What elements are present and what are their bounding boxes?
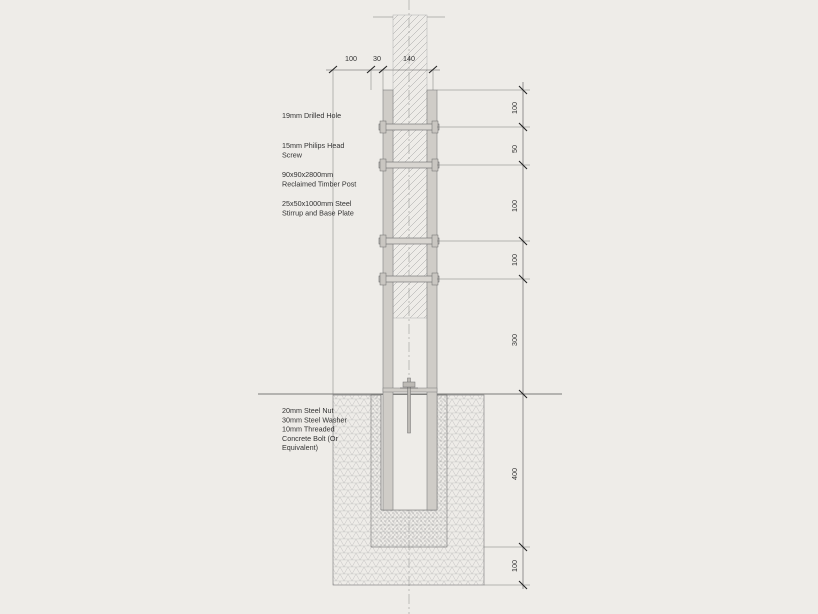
steel-nut: [402, 381, 416, 388]
threaded-bolt: [407, 377, 411, 434]
stirrup-label: 25x50x1000mm Steel Stirrup and Base Plat…: [282, 199, 354, 218]
dim-v-3: 100: [510, 200, 519, 212]
dim-v-5: 300: [510, 334, 519, 346]
dim-v-4: 100: [510, 254, 519, 266]
stirrup-plate-left: [382, 89, 394, 511]
drilled-hole-label: 19mm Drilled Hole: [282, 111, 341, 120]
post-label: 90x90x2800mm Reclaimed Timber Post: [282, 170, 356, 189]
annotation-notes: 19mm Drilled Hole 15mm Philips Head Scre…: [282, 111, 356, 452]
horizontal-dimension-string: 100 30 140: [326, 54, 440, 90]
dim-h-2: 30: [373, 54, 381, 63]
stirrup-plate-right: [426, 89, 438, 511]
vertical-dimension-string: 100 50 100 100 300 400 100: [437, 82, 530, 590]
dim-h-3: 140: [403, 54, 415, 63]
bolt-label: 20mm Steel Nut 30mm Steel Washer 10mm Th…: [282, 406, 349, 452]
dim-v-2: 50: [510, 145, 519, 153]
dim-v-7: 100: [510, 560, 519, 572]
dim-h-1: 100: [345, 54, 357, 63]
screw-label: 15mm Philips Head Screw: [282, 141, 346, 160]
dim-v-1: 100: [510, 102, 519, 114]
dim-v-6: 400: [510, 468, 519, 480]
